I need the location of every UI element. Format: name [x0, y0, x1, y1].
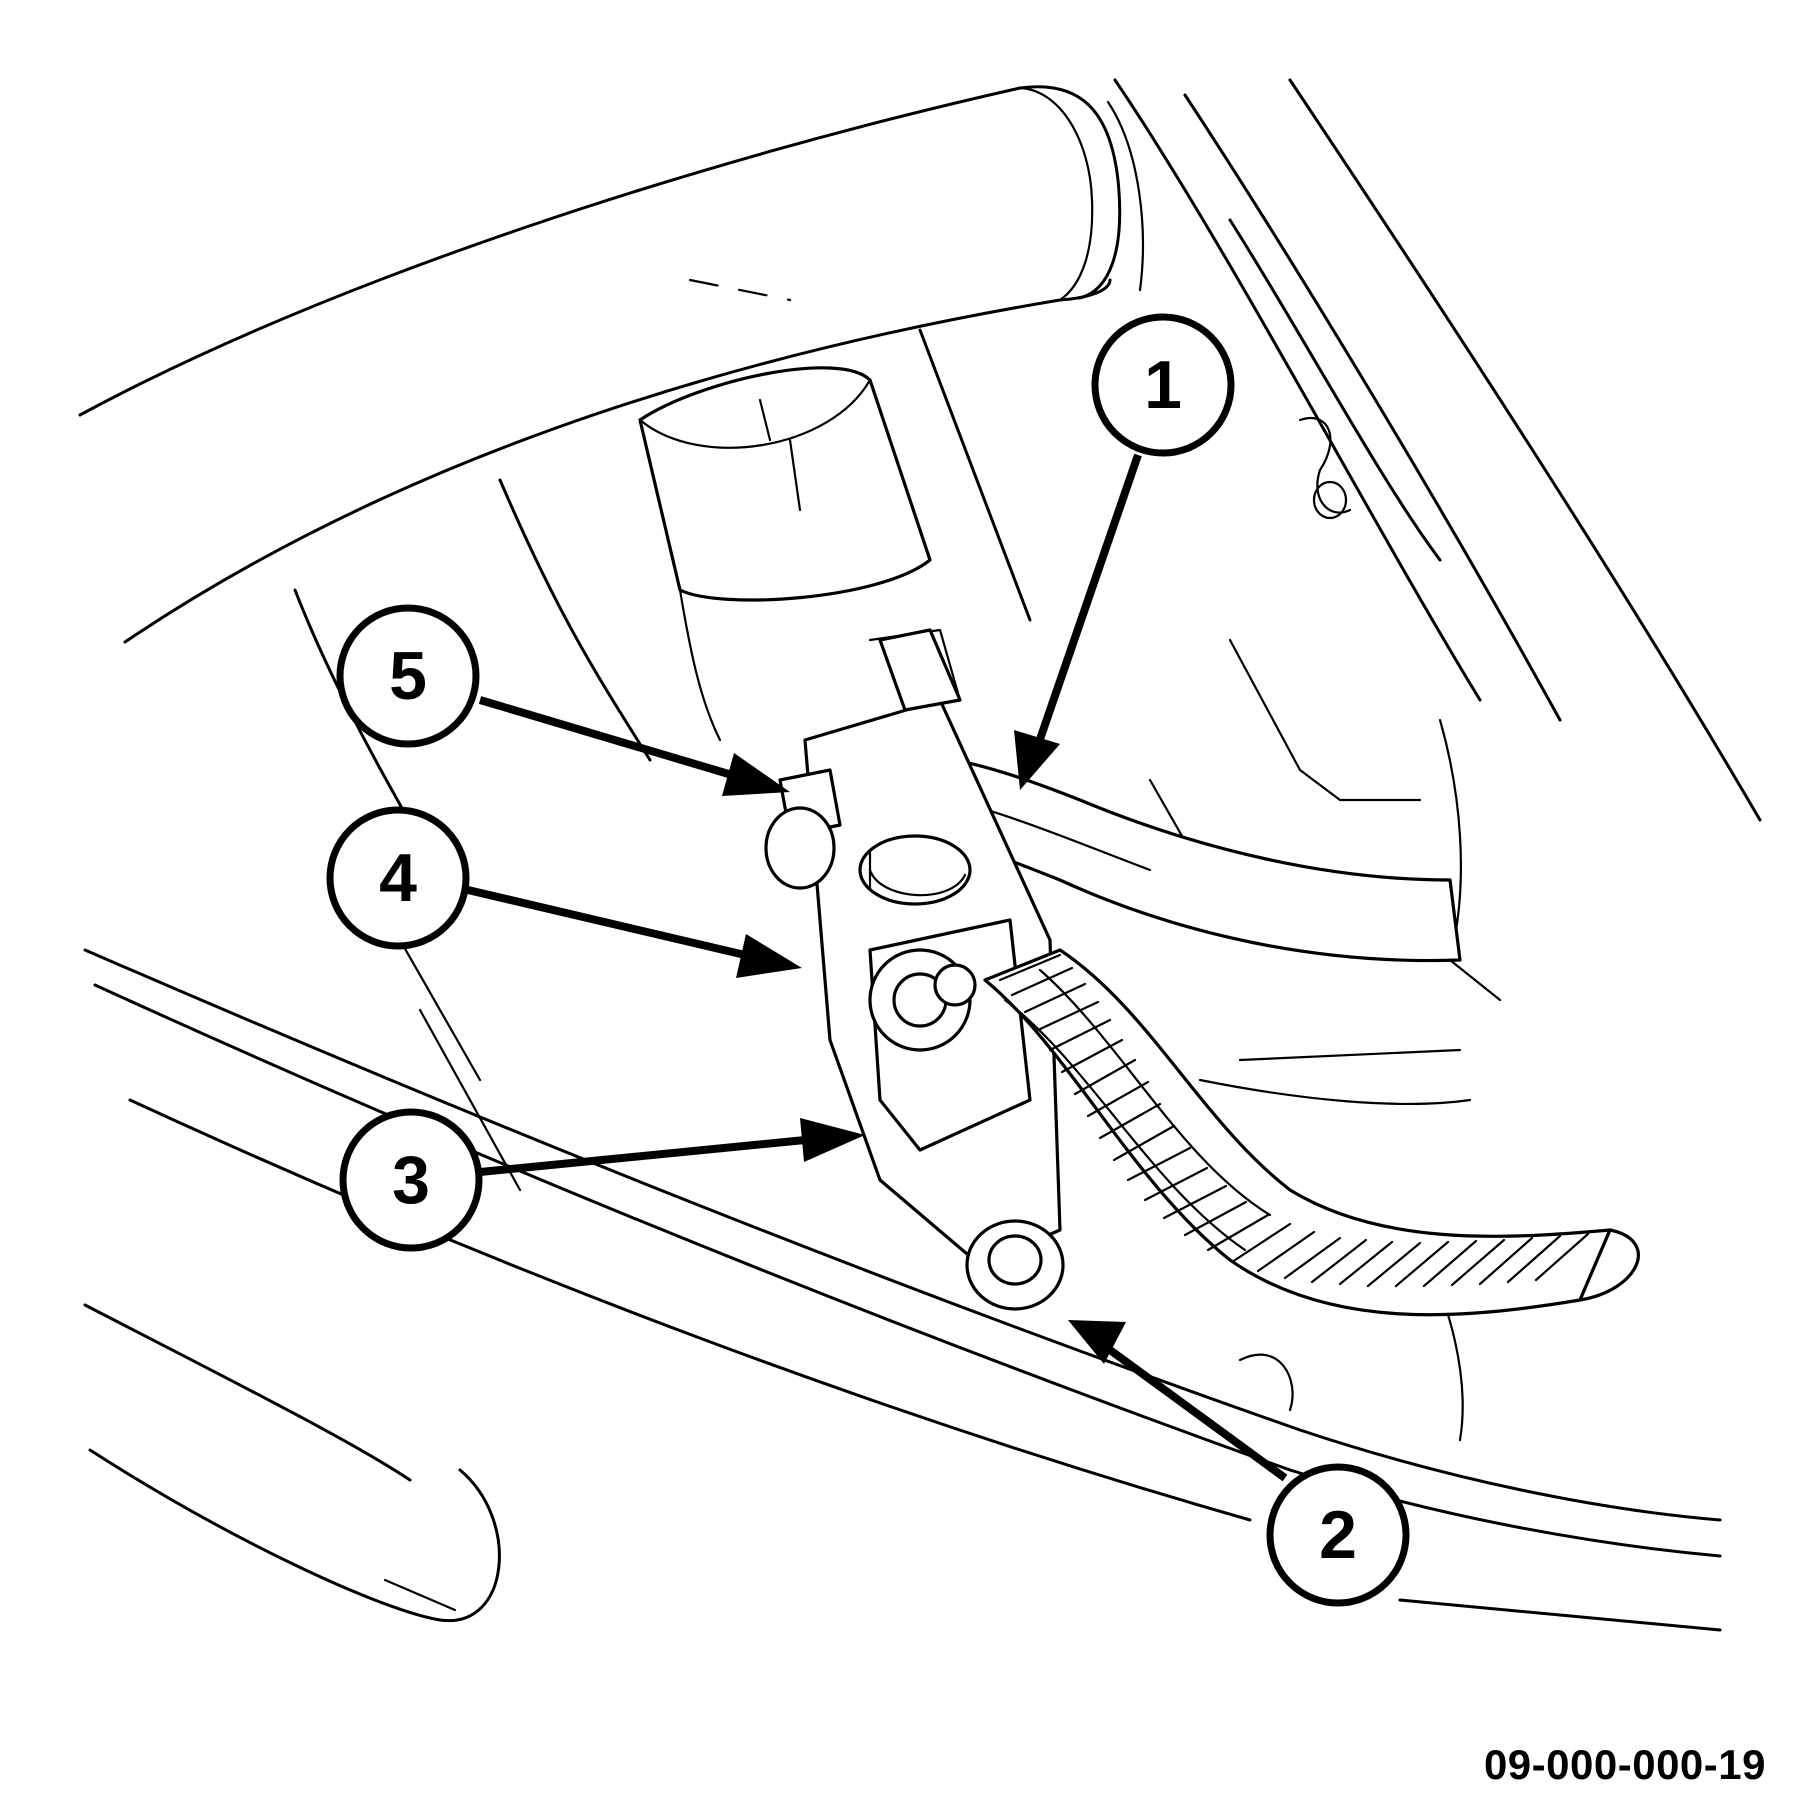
figure-id-label: 09-000-000-19: [1483, 1741, 1766, 1788]
leader-3: [479, 1136, 806, 1176]
callout-1-number: 1: [1144, 347, 1182, 423]
leader-lines: [467, 453, 1288, 1482]
callout-5: 5: [336, 604, 480, 748]
arrowhead-1: [1014, 730, 1060, 790]
leader-5: [478, 696, 734, 779]
callout-3: 3: [339, 1108, 483, 1252]
component-assembly: [764, 628, 1640, 1317]
arrowhead-5: [722, 753, 790, 796]
harness-corrugations: [998, 953, 1590, 1288]
callout-2: 2: [1266, 1463, 1410, 1607]
callout-1: 1: [1091, 313, 1235, 457]
callout-5-number: 5: [389, 638, 427, 714]
leader-2: [1107, 1346, 1288, 1482]
arrowhead-2: [1068, 1320, 1126, 1364]
arrowhead-4: [736, 934, 802, 978]
callout-3-number: 3: [392, 1142, 430, 1218]
leader-1: [1034, 453, 1142, 747]
callout-2-number: 2: [1319, 1497, 1357, 1573]
callout-4-number: 4: [379, 840, 417, 916]
leader-4: [467, 886, 746, 959]
callout-4: 4: [326, 806, 470, 950]
arrowhead-3: [800, 1118, 865, 1162]
